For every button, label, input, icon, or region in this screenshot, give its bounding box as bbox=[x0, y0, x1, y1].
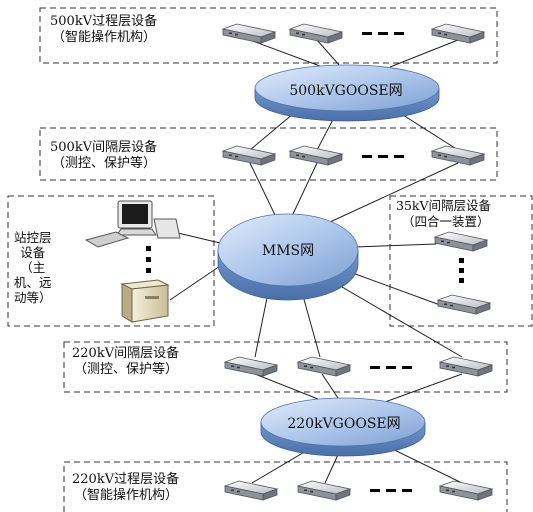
ellipsis-500kv-process bbox=[362, 32, 404, 35]
label-station-line-1: 站控层 bbox=[14, 230, 52, 245]
label-35kv-bay: 35kV间隔层设备 （四合一装置） bbox=[396, 198, 492, 230]
switch-device-icon bbox=[223, 480, 279, 501]
label-220kv-process-sub: （智能操作机构） bbox=[74, 488, 179, 503]
box-220kv-bay bbox=[63, 341, 508, 393]
ellipsis-220kv-bay bbox=[370, 366, 412, 369]
ellipses bbox=[362, 32, 412, 492]
label-500kv-process-sub: （智能操作机构） bbox=[52, 30, 157, 45]
connection-line bbox=[389, 39, 459, 68]
connection-line bbox=[316, 39, 341, 67]
workstation-icon bbox=[84, 200, 181, 248]
connection-line bbox=[249, 162, 276, 216]
label-station-line-5: 动等） bbox=[14, 290, 52, 305]
ellipsis-500kv-bay bbox=[362, 155, 404, 158]
label-220kv-process: 220kV过程层设备 （智能操作机构） bbox=[72, 472, 180, 504]
label-500kv-process: 500kV过程层设备 （智能操作机构） bbox=[50, 14, 158, 46]
switch-device-icon bbox=[221, 23, 277, 44]
label-500kv-process-title: 500kV过程层设备 bbox=[50, 14, 158, 29]
ellipsis-220kv-process bbox=[370, 489, 412, 492]
label-station-line-2: 设备 bbox=[20, 245, 46, 260]
network-disks bbox=[217, 64, 440, 457]
switch-device-icon bbox=[221, 145, 277, 166]
switch-device-icon bbox=[438, 356, 494, 377]
label-220kv-bay: 220kV间隔层设备 （测控、保护等） bbox=[72, 346, 180, 378]
label-220kv-bay-title: 220kV间隔层设备 bbox=[72, 346, 180, 361]
switch-device-icon bbox=[296, 356, 352, 377]
label-500kv-bay-sub: （测控、保护等） bbox=[52, 156, 157, 171]
switch-device-icon bbox=[288, 145, 344, 166]
box-station bbox=[7, 195, 215, 327]
connection-line bbox=[384, 373, 463, 403]
connection-line bbox=[349, 271, 441, 306]
goose220-disk bbox=[260, 397, 426, 457]
connection-line bbox=[177, 232, 221, 244]
label-station-line-3: （主 bbox=[20, 260, 46, 275]
connection-line bbox=[254, 373, 319, 400]
label-station-line-4: 机、远 bbox=[14, 275, 52, 290]
switch-device-icon bbox=[223, 356, 279, 377]
switch-device-icon bbox=[296, 480, 352, 501]
switch-device-icon bbox=[430, 145, 486, 166]
connection-line bbox=[329, 162, 459, 223]
goose500-label: 500kVGOOSE网 bbox=[289, 83, 402, 99]
switch-device-icon bbox=[288, 23, 344, 44]
label-500kv-bay: 500kV间隔层设备 （测控、保护等） bbox=[50, 140, 158, 172]
label-220kv-process-title: 220kV过程层设备 bbox=[72, 472, 180, 487]
label-station: 站控层 设备 （主 机、远 动等） bbox=[14, 230, 52, 305]
station-vertical-dots bbox=[146, 246, 151, 273]
box-220kv-process bbox=[63, 461, 508, 512]
devices bbox=[221, 23, 494, 501]
switch-device-icon bbox=[430, 23, 486, 44]
goose220-label: 220kVGOOSE网 bbox=[287, 416, 400, 432]
goose500-disk bbox=[254, 64, 440, 122]
connection-line bbox=[292, 162, 318, 215]
connection-line bbox=[169, 265, 221, 301]
connection-line bbox=[249, 39, 321, 67]
mms-label: MMS网 bbox=[262, 243, 314, 259]
box-500kv-process bbox=[39, 7, 498, 64]
box-500kv-bay bbox=[39, 127, 498, 181]
label-220kv-bay-sub: （测控、保护等） bbox=[74, 362, 179, 377]
35kv-vertical-dots bbox=[459, 258, 464, 283]
label-35kv-bay-title: 35kV间隔层设备 bbox=[396, 198, 492, 213]
server-icon bbox=[120, 279, 170, 323]
connection-line bbox=[354, 243, 437, 248]
group-boxes bbox=[7, 7, 533, 512]
switch-device-icon bbox=[436, 294, 492, 315]
connection-line bbox=[329, 279, 463, 358]
box-35kv-bay bbox=[389, 195, 533, 327]
switch-device-icon bbox=[438, 480, 494, 501]
label-500kv-bay-title: 500kV间隔层设备 bbox=[50, 140, 158, 155]
mms-disk bbox=[217, 213, 359, 301]
switch-device-icon bbox=[433, 231, 489, 252]
connection-line bbox=[321, 373, 339, 399]
label-35kv-bay-sub: （四合一装置） bbox=[402, 214, 490, 229]
